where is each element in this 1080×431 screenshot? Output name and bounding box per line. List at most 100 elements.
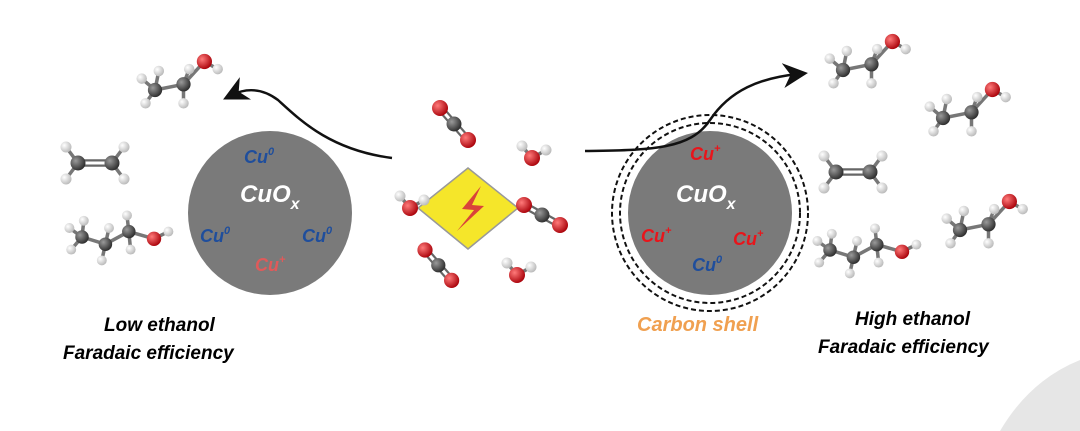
ethanol-molecule	[941, 193, 1028, 249]
carbon-atom	[147, 82, 163, 98]
hydrogen-atom	[183, 63, 195, 75]
left-particle: CuOx Cu0 Cu0 Cu0 Cu+	[188, 131, 352, 295]
hydrogen-atom	[876, 182, 888, 194]
oxygen-atom	[984, 81, 1001, 98]
hydrogen-atom	[871, 43, 883, 55]
hydrogen-atom	[928, 126, 939, 137]
hydrogen-atom	[941, 93, 953, 105]
hydrogen-atom	[911, 239, 922, 250]
co2-molecule	[432, 100, 476, 148]
carbon-atom	[964, 105, 979, 120]
hydrogen-atom	[826, 228, 837, 239]
left-particle-label: CuOx	[240, 181, 301, 213]
oxygen-atom	[524, 150, 540, 166]
hydrogen-atom	[60, 173, 72, 185]
carbon-atom	[176, 77, 191, 92]
hydrogen-atom	[828, 78, 839, 89]
carbon-atom	[98, 237, 113, 251]
hydrogen-atom	[844, 268, 855, 279]
hydrogen-atom	[824, 53, 835, 64]
hydrogen-atom	[394, 190, 406, 202]
hydrogen-atom	[122, 210, 132, 221]
hydrogen-atom	[501, 257, 513, 269]
carbon-atom	[446, 116, 462, 132]
hydrogen-atom	[118, 141, 130, 153]
hydrogen-atom	[64, 223, 75, 233]
ethylene-molecule	[60, 141, 130, 185]
hydrogen-atom	[958, 205, 970, 217]
hydrogen-atom	[418, 194, 430, 206]
hydrogen-atom	[1000, 91, 1011, 103]
hydrogen-atom	[814, 257, 825, 268]
hydrogen-atom	[852, 236, 862, 246]
h2o-molecule	[501, 257, 537, 283]
carbon-atom	[431, 258, 446, 273]
carbon-atom	[981, 217, 996, 232]
hydrogen-atom	[212, 63, 223, 75]
hydrogen-atom	[866, 78, 877, 89]
hydrogen-atom	[140, 98, 151, 109]
hydrogen-atom	[873, 257, 884, 268]
molecules-layer	[60, 33, 1028, 288]
right-site-cu-plus: Cu+	[690, 143, 721, 164]
carbon-atom	[935, 110, 951, 126]
electrode-icon	[416, 167, 520, 250]
hydrogen-atom	[96, 255, 107, 266]
hydrogen-atom	[941, 213, 952, 224]
hydrogen-atom	[104, 223, 114, 233]
carbon-atom	[823, 243, 837, 257]
hydrogen-atom	[136, 73, 147, 84]
oxygen-atom	[1001, 193, 1018, 210]
propanol-molecule	[812, 223, 922, 279]
h2o-molecule	[516, 140, 552, 166]
carbon-atom	[122, 224, 136, 239]
hydrogen-atom	[178, 98, 189, 109]
hydrogen-atom	[983, 238, 994, 249]
right-particle-label: CuOx	[676, 181, 737, 213]
ethanol-molecule	[924, 81, 1011, 137]
co2-molecule	[516, 197, 568, 233]
left-caption-line2: Faradaic efficiency	[63, 343, 235, 364]
ethanol-molecule	[136, 53, 223, 109]
hydrogen-atom	[163, 226, 174, 237]
left-particle-core	[188, 131, 352, 295]
hydrogen-atom	[78, 215, 89, 226]
hydrogen-atom	[924, 101, 935, 112]
left-site-cu-plus: Cu+	[255, 254, 286, 275]
carbon-atom	[828, 164, 844, 180]
hydrogen-atom	[900, 43, 911, 55]
ethylene-molecule	[818, 150, 888, 194]
hydrogen-atom	[988, 203, 1000, 215]
hydrogen-atom	[841, 45, 853, 57]
h2o-molecule	[394, 190, 430, 216]
hydrogen-atom	[945, 238, 956, 249]
hydrogen-atom	[60, 141, 72, 153]
carbon-atom	[534, 207, 550, 223]
carbon-atom	[864, 57, 879, 72]
hydrogen-atom	[66, 244, 77, 255]
right-product-arrow	[584, 63, 808, 153]
oxygen-atom	[146, 231, 162, 246]
carbon-atom	[75, 230, 89, 244]
oxygen-atom	[432, 100, 448, 116]
right-site-cu-plus: Cu+	[641, 225, 672, 246]
right-site-cu: Cu0	[692, 254, 723, 275]
oxygen-atom	[402, 200, 418, 216]
carbon-atom	[952, 222, 968, 238]
oxygen-atom	[460, 132, 476, 148]
oxygen-atom	[196, 53, 212, 70]
carbon-atom	[835, 62, 851, 78]
right-particle-core	[628, 131, 792, 295]
co2-molecule	[417, 242, 460, 288]
propanol-molecule	[64, 210, 174, 266]
left-site-cu: Cu0	[244, 146, 275, 167]
hydrogen-atom	[812, 236, 823, 246]
right-caption-line1: High ethanol	[855, 309, 971, 330]
hydrogen-atom	[118, 173, 130, 185]
hydrogen-atom	[516, 140, 528, 152]
oxygen-atom	[884, 33, 901, 50]
carbon-atom	[846, 250, 861, 264]
oxygen-atom	[516, 197, 532, 213]
lightning-bolt-icon	[457, 186, 484, 231]
